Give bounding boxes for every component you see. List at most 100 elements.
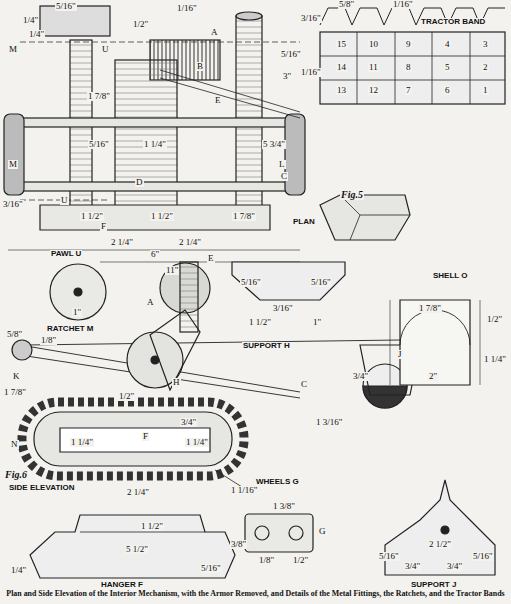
dimension-label: 1/4"	[22, 16, 39, 25]
dimension-label: 1/8"	[258, 556, 275, 565]
dimension-label: 11"	[165, 266, 179, 275]
dimension-label: 11	[368, 63, 379, 72]
part-name: WHEELS G	[255, 478, 300, 486]
dimension-label: J	[397, 350, 403, 359]
dimension-label: 1 1/2"	[80, 212, 104, 221]
dimension-label: 1 1/2"	[140, 522, 164, 531]
dimension-label: C	[300, 380, 308, 389]
dimension-label: U	[60, 196, 69, 205]
dimension-label: H	[172, 378, 181, 387]
dimension-label: 1 7/8"	[232, 212, 256, 221]
dimension-label: 5/16"	[200, 564, 222, 573]
dimension-label: 6"	[150, 250, 160, 259]
part-name: SUPPORT H	[242, 342, 291, 350]
dimension-label: 1/16"	[392, 0, 414, 9]
dimension-label: 5/16"	[240, 278, 262, 287]
dimension-label: 13	[336, 86, 347, 95]
part-name: PLAN	[292, 218, 316, 226]
dimension-label: A	[210, 28, 219, 37]
dimension-label: 4	[444, 40, 451, 49]
dimension-label: 1 3/8"	[272, 502, 296, 511]
dimension-label: 5/16"	[472, 552, 494, 561]
dimension-label: 1 1/4"	[185, 438, 209, 447]
dimension-label: 2	[482, 63, 489, 72]
dimension-label: 1/4"	[28, 30, 45, 39]
dimension-label: E	[214, 96, 222, 105]
dimension-label: 1 7/8"	[418, 304, 442, 313]
dimension-label: 1/2"	[292, 556, 309, 565]
dimension-label: 3/4"	[404, 562, 421, 571]
dimension-label: 1 7/8"	[87, 92, 111, 101]
dimension-label: M	[8, 160, 18, 169]
part-name: TRACTOR BAND	[420, 18, 486, 26]
dimension-label: 1 1/2"	[150, 212, 174, 221]
dimension-label: 3/16"	[2, 200, 24, 209]
dimension-label: 6	[444, 86, 451, 95]
dimension-label: 1	[482, 86, 489, 95]
dimension-label: 3/4"	[446, 562, 463, 571]
dimension-label: 1"	[72, 308, 82, 317]
dimension-label: 1 1/16"	[230, 486, 258, 495]
dimension-label: 5	[444, 63, 451, 72]
dimension-label: 1/2"	[132, 20, 149, 29]
dimension-label: 2 1/4"	[178, 238, 202, 247]
figure-caption: Plan and Side Elevation of the Interior …	[0, 590, 511, 598]
dimension-label: 1 1/4"	[70, 438, 94, 447]
dimension-label: 8	[405, 63, 412, 72]
dimension-label: 1/8"	[40, 336, 57, 345]
dimension-label: 5/16"	[378, 552, 400, 561]
dimension-label: 1/16"	[300, 68, 322, 77]
dimension-label: 5/16"	[280, 50, 302, 59]
dimension-label: 1 7/8"	[3, 388, 27, 397]
dimension-label: 5/8"	[6, 330, 23, 339]
dimension-label: 1/2"	[486, 315, 503, 324]
dimension-label: 1 1/4"	[143, 140, 167, 149]
dimension-label: 1/16"	[176, 4, 198, 13]
dimension-label: 3"	[282, 72, 292, 81]
dimension-label: 5 3/4"	[262, 140, 286, 149]
dimension-label: 15	[336, 40, 347, 49]
figure-number: Fig.5	[340, 190, 364, 200]
dimension-label: L	[278, 160, 286, 169]
dimension-label: 5/16"	[55, 2, 77, 11]
dimension-label: 9	[405, 40, 412, 49]
part-name: SUPPORT J	[410, 581, 457, 589]
dimension-label: C	[280, 172, 288, 181]
dimension-label: 7	[405, 86, 412, 95]
dimension-label: 1 1/2"	[248, 318, 272, 327]
dimension-label: D	[135, 178, 144, 187]
dimension-label: 3	[482, 40, 489, 49]
dimension-label: A	[146, 298, 155, 307]
dimension-label: F	[100, 222, 107, 231]
dimension-label: E	[207, 254, 215, 263]
dimension-label: 1 1/4"	[483, 355, 507, 364]
dimension-label: N	[10, 440, 19, 449]
part-name: SHELL O	[432, 272, 469, 280]
dimension-label: 2 1/4"	[110, 238, 134, 247]
dimension-label: 1"	[312, 318, 322, 327]
dimension-label: 3/4"	[352, 372, 369, 381]
dimension-label: 3/16"	[300, 14, 322, 23]
dimension-label: U	[101, 45, 110, 54]
dimension-label: 14	[336, 63, 347, 72]
dimension-label: B	[196, 62, 204, 71]
dimension-label: 5 1/2"	[125, 545, 149, 554]
dimension-label: 1/4"	[10, 566, 27, 575]
dimension-label: 5/8"	[338, 0, 355, 9]
dimension-label: F	[142, 432, 149, 441]
dimension-label: 1 3/16"	[315, 418, 343, 427]
dimension-label: 2 1/4"	[126, 488, 150, 497]
dimension-label: 10	[368, 40, 379, 49]
dimension-label: 5/16"	[310, 278, 332, 287]
part-name: HANGER F	[100, 581, 144, 589]
dimension-label: 2 1/2"	[428, 540, 452, 549]
dimension-label: 3/16"	[272, 304, 294, 313]
dimension-label: 1/2"	[118, 392, 135, 401]
figure-number: Fig.6	[4, 470, 28, 480]
dimension-label: 12	[368, 86, 379, 95]
dimension-label: 5/16"	[88, 140, 110, 149]
dimension-label: M	[8, 45, 18, 54]
part-name: PAWL U	[50, 250, 82, 258]
dimension-label: 3/8"	[230, 540, 247, 549]
